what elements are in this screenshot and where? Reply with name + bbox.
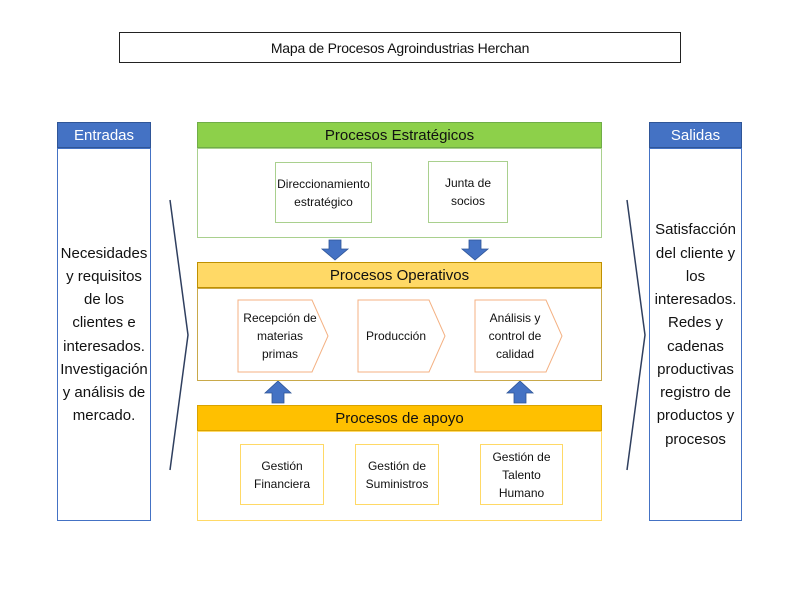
inputs-text: Necesidades y requisitos de los clientes… [60, 242, 148, 428]
inputs-panel: Necesidades y requisitos de los clientes… [57, 148, 151, 521]
operative-item: Producción [365, 329, 427, 343]
outputs-line: procesos [665, 430, 726, 448]
strategic-panel [197, 148, 602, 238]
operative-item: Análisis y control de calidad [488, 311, 542, 361]
outputs-line: Redes y [667, 314, 724, 332]
inputs-line: y requisitos [66, 267, 142, 285]
outputs-line: del cliente y [655, 244, 736, 262]
inputs-header: Entradas [57, 122, 151, 148]
strategic-header: Procesos Estratégicos [197, 122, 602, 148]
support-item: Gestión de Talento Humano [480, 444, 563, 505]
operative-item: Recepción de materias primas [243, 311, 317, 361]
strategic-item: Junta de socios [428, 161, 508, 223]
inputs-line: interesados. [63, 337, 145, 355]
outputs-line: registro de [660, 384, 731, 401]
down-arrow-icon [460, 239, 490, 261]
support-item: Gestión Financiera [240, 444, 324, 505]
input-flow-arrow [169, 199, 189, 471]
outputs-line: Satisfacción [655, 221, 736, 239]
process-chevron [237, 299, 329, 373]
outputs-header: Salidas [649, 122, 742, 148]
outputs-panel: Satisfacción del cliente y los interesad… [649, 148, 742, 521]
outputs-line: productivas [657, 360, 734, 378]
inputs-line: y análisis de [62, 384, 146, 401]
outputs-line: cadenas [667, 337, 724, 355]
down-arrow-icon [320, 239, 350, 261]
inputs-line: Necesidades [60, 244, 148, 262]
support-panel [197, 431, 602, 521]
inputs-line: Investigación [60, 360, 148, 378]
output-flow-arrow [626, 199, 646, 471]
support-header: Procesos de apoyo [197, 405, 602, 431]
up-arrow-icon [263, 380, 293, 404]
process-chevron [474, 299, 563, 373]
inputs-line: mercado. [72, 407, 136, 425]
diagram-title: Mapa de Procesos Agroindustrias Herchan [119, 32, 681, 63]
process-chevron [357, 299, 446, 373]
inputs-line: clientes e [72, 314, 136, 332]
outputs-line: interesados. [654, 291, 737, 308]
outputs-text: Satisfacción del cliente y los interesad… [655, 218, 737, 451]
support-item: Gestión de Suministros [355, 444, 439, 505]
outputs-line: los [685, 267, 706, 285]
up-arrow-icon [505, 380, 535, 404]
inputs-line: de los [83, 291, 125, 308]
strategic-item: Direccionamiento estratégico [275, 162, 372, 223]
operative-header: Procesos Operativos [197, 262, 602, 288]
outputs-line: productos y [656, 407, 735, 425]
